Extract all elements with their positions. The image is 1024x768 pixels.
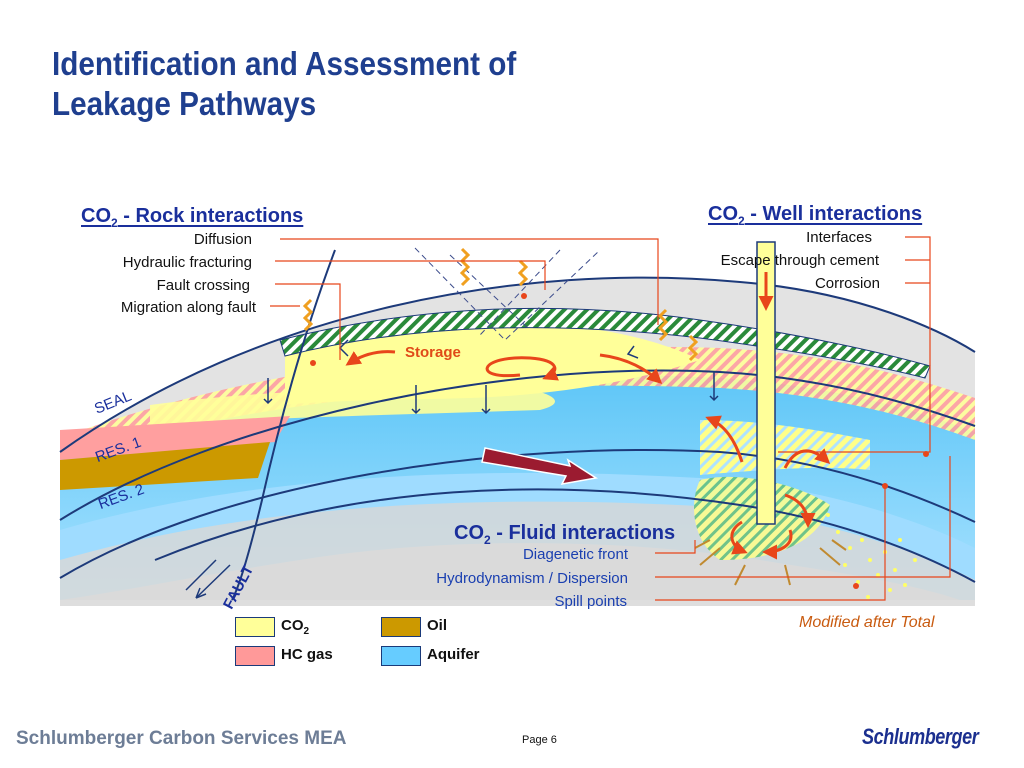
marker-4 [481,385,491,415]
fluid-section-title: CO2 - Fluid interactions [454,522,676,547]
page-title-line-1: Identification and Assessment of [52,45,517,82]
boundary-res1 [59,449,976,579]
well-item-corrosion: Corrosion [814,275,880,292]
hc-gas-pocket [60,416,290,460]
well-arrow-1 [705,415,744,463]
fluid-item-diagenetic-front: Diagenetic front [522,546,628,563]
footer-company: Schlumberger Carbon Services MEA [16,728,347,749]
spill-branches [694,539,847,586]
legend-swatch-oil [381,617,421,637]
well-item-interfaces: Interfaces [806,229,872,246]
page-title: Identification and Assessment of Leakage… [52,44,610,124]
squiggle-5 [687,334,699,362]
diffusion-dot [521,293,527,299]
well-arrow-5 [762,529,793,560]
fluid-item-spill-points: Spill points [554,593,627,610]
credit-note: Modified after Total [799,614,935,631]
well-arrow-3 [784,493,816,528]
legend-swatch-co2 [235,617,275,637]
fracture-1 [414,247,601,341]
page-title-line-2: Leakage Pathways [52,85,317,122]
reservoir-1-band [60,346,975,460]
fault-marker-dot [310,360,316,366]
spill-dot [853,583,859,589]
legend-swatch-hc-gas [235,646,275,666]
boundary-seal-base [59,369,976,521]
well-bore [756,241,776,525]
rock-section-title: CO2 - Rock interactions [81,205,304,230]
marker-2 [263,378,273,405]
seal-layer [279,307,931,379]
marker-5 [709,372,719,402]
fracture-2 [449,254,531,331]
footer-page-number: Page 6 [522,734,557,746]
marker-3 [411,385,421,415]
marker-6 [626,345,639,359]
rock-item-migration-along-fault: Migration along fault [120,299,256,316]
storage-arrow-right [599,353,663,385]
hydro-dot [923,451,929,457]
well-arrow-2 [783,448,831,469]
legend-label-hc-gas: HC gas [281,646,333,663]
legend-label-co2: CO2 [281,617,310,637]
legend-label-aquifer: Aquifer [427,646,480,663]
storage-arrow-loop [485,356,559,381]
squiggle-2 [517,259,529,287]
squiggle-3 [302,298,314,332]
fluid-item-hydrodynamism: Hydrodynamism / Dispersion [436,570,628,587]
well-dot [882,483,888,489]
well-item-escape-through-cement: Escape through cement [720,252,879,269]
legend-swatch-aquifer [381,646,421,666]
boundary-res2 [154,488,976,583]
fault-line [231,249,336,601]
fault-arrow [185,559,231,599]
legend-label-oil: Oil [427,617,448,634]
hydrodynamic-arrow [481,447,599,485]
fluid-leader-lines [655,456,951,601]
rock-leader-lines [270,238,659,360]
rock-item-hydraulic-fracturing: Hydraulic fracturing [122,254,252,271]
rock-item-diffusion: Diffusion [193,231,252,248]
storage-label: Storage [405,344,461,361]
well-section-title: CO2 - Well interactions [708,203,923,228]
well-leader-lines [778,236,931,453]
squiggle-4 [657,308,669,342]
squiggle-1 [459,247,471,287]
schlumberger-logo: Schlumberger [862,724,979,749]
boundary-top [59,276,976,453]
well-arrow-4 [730,520,748,555]
rock-item-fault-crossing: Fault crossing [156,277,250,294]
storage-arrow-left [345,350,396,366]
